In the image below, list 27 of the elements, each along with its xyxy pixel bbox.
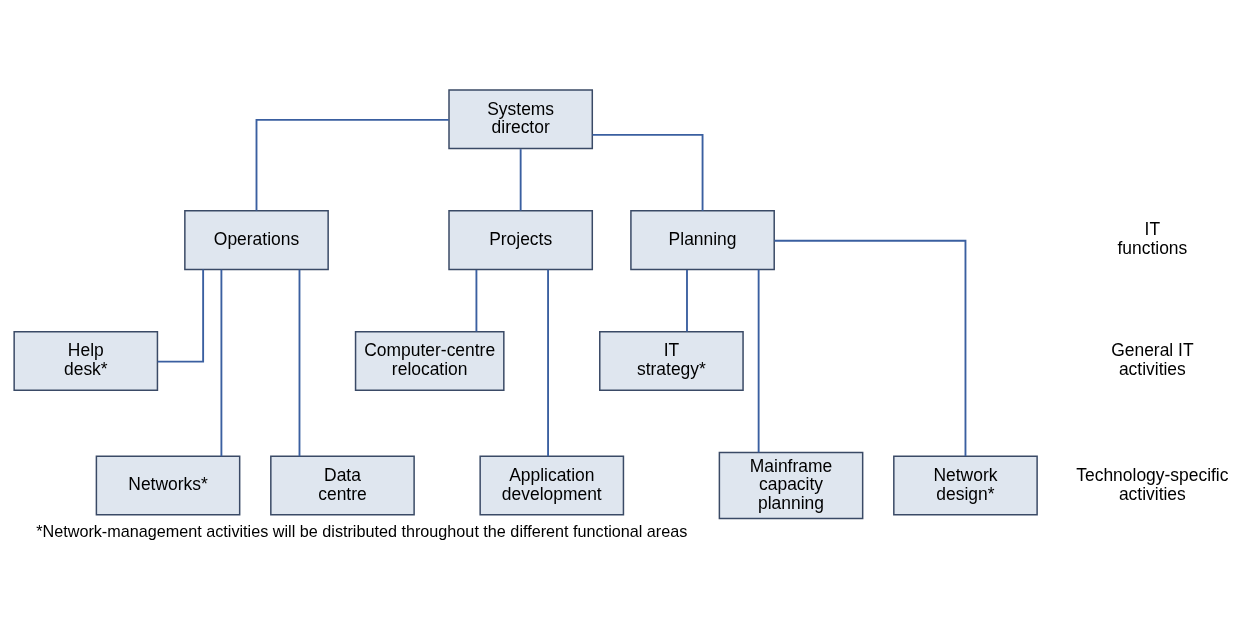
connector — [757, 268, 760, 454]
node-box: Operations — [184, 210, 329, 271]
node-box: Systems director — [448, 89, 594, 150]
node-box: Networks* — [95, 455, 241, 516]
node-box: Data centre — [270, 455, 415, 516]
connector — [255, 118, 450, 212]
node-box: Computer-centre relocation — [354, 330, 505, 391]
label: IT functions — [1117, 219, 1188, 259]
caption: *Network-management activities will be distributed throughout the different functional areas — [36, 521, 688, 540]
node-box: Network design* — [893, 455, 1038, 516]
connector — [519, 148, 522, 212]
node-box: IT strategy* — [599, 330, 744, 391]
connector — [156, 268, 205, 363]
connector — [547, 268, 549, 458]
node-box: Planning — [630, 210, 775, 271]
connector — [773, 239, 967, 457]
node-box: Projects — [448, 210, 594, 271]
node-box: Mainframe capacity planning — [718, 451, 864, 520]
connector — [686, 269, 688, 333]
connector — [591, 133, 704, 212]
connector — [475, 269, 478, 333]
node-box: Help desk* — [13, 330, 159, 391]
label: General IT activities — [1111, 340, 1194, 379]
connector — [298, 268, 301, 458]
node-box: Application development — [479, 455, 625, 516]
connector — [220, 268, 223, 458]
label: Technology-specific activities — [1076, 464, 1229, 504]
